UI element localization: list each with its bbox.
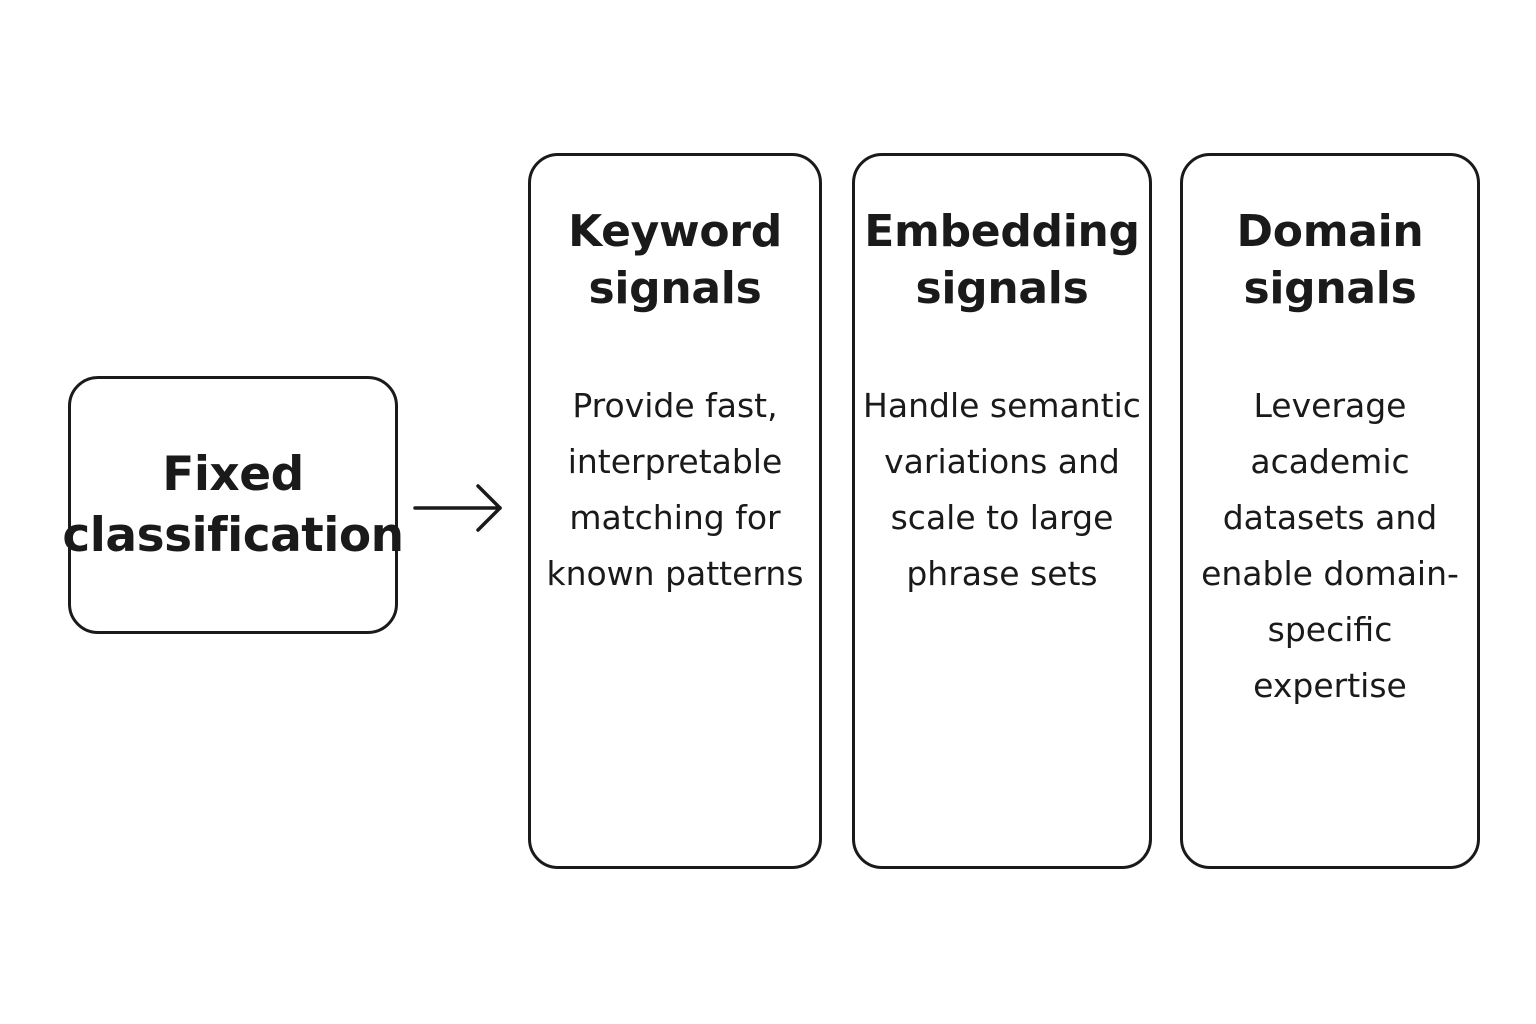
- fixed-classification-label: Fixed classification: [62, 447, 404, 563]
- embedding-signals-description: Handle semantic variations and scale to …: [863, 386, 1141, 593]
- keyword-signals-description: Provide fast, interpretable matching for…: [546, 386, 804, 593]
- domain-signals-title: Domain signals: [1236, 206, 1424, 314]
- keyword-signals-card: Keyword signals Provide fast, interpreta…: [528, 153, 822, 869]
- embedding-signals-card: Embedding signals Handle semantic variat…: [852, 153, 1152, 869]
- keyword-signals-title: Keyword signals: [568, 206, 782, 314]
- right-arrow-icon: [413, 484, 502, 532]
- embedding-signals-title: Embedding signals: [864, 206, 1140, 314]
- fixed-classification-box: Fixed classification: [62, 376, 404, 634]
- domain-signals-card: Domain signals Leverage academic dataset…: [1180, 153, 1480, 869]
- domain-signals-description: Leverage academic datasets and enable do…: [1201, 386, 1459, 705]
